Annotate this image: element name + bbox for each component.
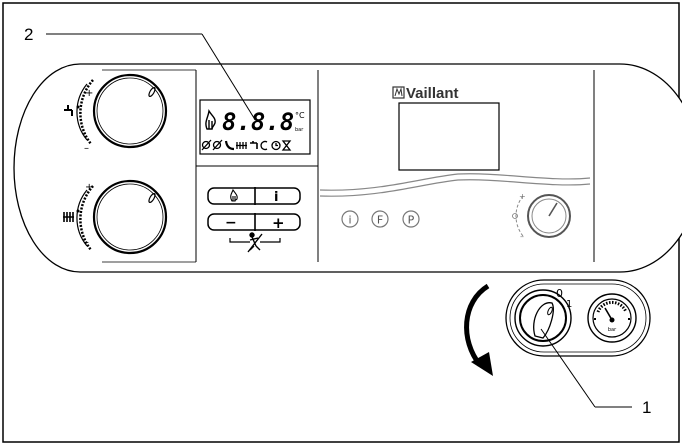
chimney-sweep-icon — [247, 232, 263, 253]
knob-indicator — [148, 86, 156, 98]
heating-scale-minus: – — [84, 237, 89, 248]
flame-button[interactable] — [210, 188, 254, 203]
info-button-label: i — [274, 190, 278, 205]
round-function-button[interactable]: F — [371, 210, 389, 228]
round-program-button[interactable]: P — [402, 210, 420, 228]
selector-indicator — [548, 202, 558, 217]
knob-indicator — [148, 192, 156, 204]
phone-icon — [224, 140, 235, 151]
gauge-scale — [596, 300, 628, 313]
callout-label-2: 2 — [24, 25, 33, 44]
central-display-window — [398, 102, 500, 171]
panel-band-lines — [102, 69, 196, 263]
plus-button-label: + — [272, 214, 285, 232]
vaillant-logo: Vaillant — [392, 85, 459, 102]
lcd-unit-bar: bar — [295, 127, 304, 133]
lower-button-pill — [207, 213, 301, 231]
heating-knob[interactable] — [92, 179, 168, 255]
info-button[interactable]: i — [256, 189, 298, 205]
plus-button[interactable]: + — [256, 214, 298, 232]
tap-icon — [64, 105, 80, 116]
radiator-status-icon — [236, 142, 247, 149]
radiator-icon — [63, 209, 80, 222]
main-power-switch[interactable] — [514, 289, 572, 347]
hot-water-knob[interactable] — [92, 73, 168, 149]
brand-name: Vaillant — [406, 85, 459, 102]
hot-water-scale-ticks — [79, 79, 94, 145]
minus-button-label: − — [225, 215, 237, 231]
switch-on-label: 1 — [566, 299, 572, 310]
round-info-label: i — [348, 214, 351, 227]
hot-water-scale-minus: – — [84, 143, 89, 154]
lcd-unit-celsius: °C — [295, 111, 305, 120]
heating-scale-arc — [76, 189, 88, 247]
callout-label-1: 1 — [642, 398, 651, 417]
rotation-arrow — [464, 283, 493, 376]
control-panel-housing — [13, 63, 682, 273]
switch-lever — [533, 302, 554, 339]
decorative-wave-upper — [319, 173, 591, 191]
comfort-icon — [260, 140, 268, 151]
fan-off-icon — [212, 139, 223, 151]
selector-scale-plus: + — [519, 192, 526, 201]
decorative-wave-lower — [319, 179, 591, 197]
hourglass-icon — [281, 140, 292, 151]
logo-hare-icon — [392, 86, 405, 99]
round-info-button[interactable]: i — [341, 210, 359, 228]
hot-water-scale-plus: + — [85, 88, 93, 99]
selector-dot-icon — [512, 213, 518, 219]
clock-icon — [271, 140, 281, 151]
round-program-label: P — [408, 214, 415, 227]
heating-scale-plus: + — [85, 182, 93, 193]
selector-scale-arc — [515, 195, 524, 237]
callout-1: 1 — [540, 328, 651, 417]
round-function-label: F — [377, 214, 383, 227]
selector-scale-minus: – — [520, 232, 524, 241]
button-block — [207, 187, 301, 231]
tap-status-icon — [250, 141, 258, 149]
minus-button[interactable]: − — [210, 215, 254, 231]
flame-off-icon — [201, 139, 212, 151]
hot-water-scale-arc — [76, 83, 88, 141]
heating-scale-ticks — [79, 185, 94, 251]
switch-indicator — [547, 306, 553, 316]
gauge-unit-label: bar — [608, 327, 617, 333]
callout-2: 2 — [24, 25, 255, 119]
switch-off-label: 0 — [556, 287, 563, 300]
flame-icon — [230, 188, 238, 202]
button-combo-bracket — [229, 238, 281, 243]
pressure-gauge: bar — [587, 293, 637, 343]
flame-icon — [205, 108, 216, 130]
lcd-status-icons — [201, 139, 292, 151]
rotary-selector-knob[interactable] — [527, 194, 571, 238]
lcd-digits: 8.8.8 — [222, 108, 294, 136]
